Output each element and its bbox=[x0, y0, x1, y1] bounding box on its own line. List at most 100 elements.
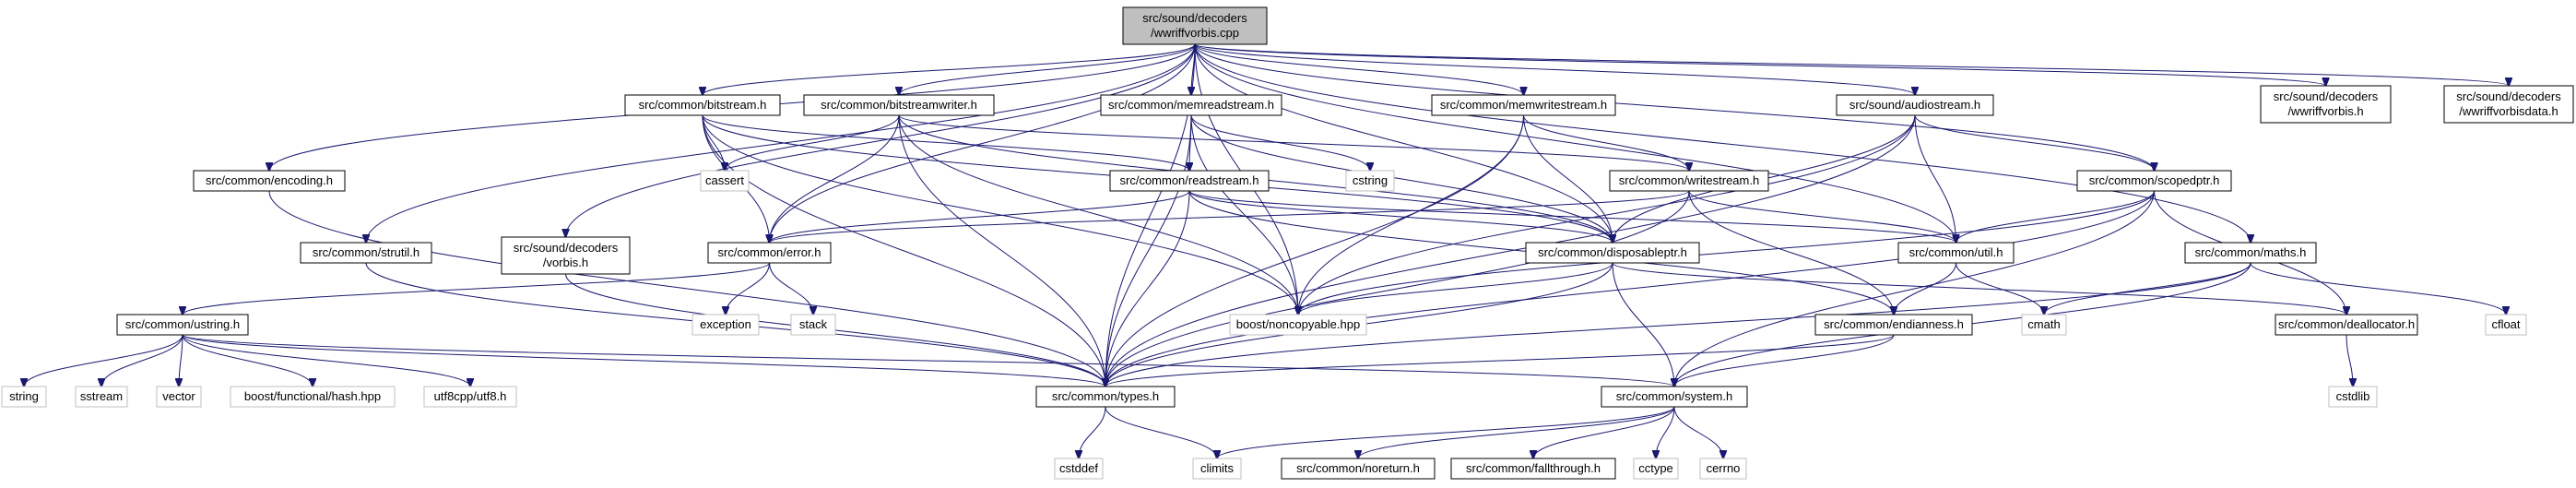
edge-bitstream-to-readstream bbox=[702, 114, 1189, 171]
node-readstream[interactable]: src/common/readstream.h bbox=[1109, 170, 1270, 192]
node-writestream[interactable]: src/common/writestream.h bbox=[1609, 170, 1769, 192]
edge-endianness-to-system bbox=[1674, 334, 1895, 387]
edge-memwritestream-to-disposableptr bbox=[1523, 114, 1613, 243]
node-ustring[interactable]: src/common/ustring.h bbox=[116, 314, 249, 336]
edge-writestream-to-util bbox=[1688, 190, 1956, 243]
node-label-endianness: src/common/endianness.h bbox=[1824, 317, 1964, 331]
node-box-vorbis bbox=[501, 236, 631, 275]
node-cstdlib: cstdlib bbox=[2328, 386, 2378, 408]
node-label-cfloat: cfloat bbox=[2491, 317, 2520, 331]
node-scopedptr[interactable]: src/common/scopedptr.h bbox=[2076, 170, 2232, 192]
node-memreadstream[interactable]: src/common/memreadstream.h bbox=[1100, 94, 1282, 116]
node-encoding[interactable]: src/common/encoding.h bbox=[193, 170, 346, 192]
node-bitstream[interactable]: src/common/bitstream.h bbox=[624, 94, 781, 116]
node-label-wwriffvorbis_h: src/sound/decoders bbox=[2274, 89, 2379, 103]
edge-memwritestream-to-writestream bbox=[1523, 114, 1690, 171]
node-box-cstdlib bbox=[2328, 386, 2378, 408]
edge-system-to-cerrno bbox=[1673, 406, 1723, 458]
node-box-system bbox=[1601, 386, 1748, 408]
node-audiostream[interactable]: src/sound/audiostream.h bbox=[1836, 94, 1994, 116]
node-endianness[interactable]: src/common/endianness.h bbox=[1814, 314, 1973, 336]
edge-bitstreamwriter-to-cassert bbox=[725, 114, 900, 171]
node-box-deallocator bbox=[2275, 314, 2418, 336]
edge-types-to-climits bbox=[1105, 406, 1217, 458]
node-label-vector: vector bbox=[162, 389, 195, 403]
node-label-main: /wwriffvorbis.cpp bbox=[1151, 26, 1239, 40]
node-box-cctype bbox=[1633, 458, 1679, 480]
node-label-cstring: cstring bbox=[1353, 173, 1388, 187]
node-types[interactable]: src/common/types.h bbox=[1035, 386, 1176, 408]
node-box-error bbox=[707, 242, 832, 264]
node-memwritestream[interactable]: src/common/memwritestream.h bbox=[1431, 94, 1616, 116]
edge-encoding-to-types bbox=[268, 190, 1105, 387]
edge-ustring-to-utf8 bbox=[182, 334, 470, 387]
edge-error-to-ustring bbox=[183, 262, 770, 315]
node-label-utf8: utf8cpp/utf8.h bbox=[434, 389, 507, 403]
node-box-cstddef bbox=[1054, 458, 1104, 480]
node-box-cerrno bbox=[1699, 458, 1747, 480]
node-box-stack bbox=[790, 314, 836, 336]
node-box-sstream bbox=[75, 386, 128, 408]
node-noreturn[interactable]: src/common/noreturn.h bbox=[1281, 458, 1436, 480]
edge-main-to-bitstreamwriter bbox=[899, 43, 1196, 95]
edge-main-to-maths bbox=[1194, 43, 2251, 243]
node-wwriffvorbisdata[interactable]: src/sound/decoders/wwriffvorbisdata.h bbox=[2443, 85, 2574, 124]
node-label-fallthrough: src/common/fallthrough.h bbox=[1466, 461, 1601, 475]
node-system[interactable]: src/common/system.h bbox=[1601, 386, 1748, 408]
node-box-vector bbox=[156, 386, 202, 408]
node-box-fallthrough bbox=[1450, 458, 1616, 480]
node-label-writestream: src/common/writestream.h bbox=[1619, 173, 1759, 187]
node-vorbis[interactable]: src/sound/decoders/vorbis.h bbox=[501, 236, 631, 275]
node-label-cstdlib: cstdlib bbox=[2336, 389, 2370, 403]
node-box-bitstream bbox=[624, 94, 781, 116]
edge-disposableptr-to-system bbox=[1612, 262, 1674, 387]
node-label-encoding: src/common/encoding.h bbox=[206, 173, 333, 187]
edge-error-to-exception bbox=[726, 262, 770, 315]
node-deallocator[interactable]: src/common/deallocator.h bbox=[2275, 314, 2418, 336]
node-box-memwritestream bbox=[1431, 94, 1616, 116]
edge-ustring-to-hash bbox=[182, 334, 313, 387]
edge-ustring-to-types bbox=[182, 334, 1105, 387]
node-label-main: src/sound/decoders bbox=[1142, 11, 1247, 25]
edge-main-to-strutil bbox=[366, 43, 1196, 243]
edge-util-to-endianness bbox=[1894, 262, 1956, 315]
node-maths[interactable]: src/common/maths.h bbox=[2184, 242, 2317, 264]
edge-ustring-to-vector bbox=[179, 334, 183, 387]
node-utf8: utf8cpp/utf8.h bbox=[423, 386, 517, 408]
node-cerrno: cerrno bbox=[1699, 458, 1747, 480]
node-label-sstream: sstream bbox=[80, 389, 123, 403]
node-label-vorbis: src/sound/decoders bbox=[514, 241, 619, 255]
edge-disposableptr-to-noncopyable bbox=[1298, 262, 1613, 315]
node-sstream: sstream bbox=[75, 386, 128, 408]
edge-scopedptr-to-util bbox=[1956, 190, 2155, 243]
edge-main-to-disposableptr bbox=[1194, 43, 1613, 243]
node-box-scopedptr bbox=[2076, 170, 2232, 192]
node-box-string bbox=[1, 386, 47, 408]
node-strutil[interactable]: src/common/strutil.h bbox=[300, 242, 432, 264]
node-label-cerrno: cerrno bbox=[1707, 461, 1741, 475]
node-error[interactable]: src/common/error.h bbox=[707, 242, 832, 264]
node-wwriffvorbis_h[interactable]: src/sound/decoders/wwriffvorbis.h bbox=[2260, 85, 2392, 124]
node-noncopyable: boost/noncopyable.hpp bbox=[1229, 314, 1367, 336]
node-label-scopedptr: src/common/scopedptr.h bbox=[2089, 173, 2220, 187]
node-label-util: src/common/util.h bbox=[1909, 245, 2003, 259]
edge-bitstreamwriter-to-error bbox=[770, 114, 900, 243]
node-box-strutil bbox=[300, 242, 432, 264]
node-util[interactable]: src/common/util.h bbox=[1897, 242, 2015, 264]
node-label-noncopyable: boost/noncopyable.hpp bbox=[1236, 317, 1360, 331]
edge-main-to-memwritestream bbox=[1194, 43, 1524, 95]
edge-ustring-to-sstream bbox=[101, 334, 183, 387]
node-label-deallocator: src/common/deallocator.h bbox=[2278, 317, 2415, 331]
node-disposableptr[interactable]: src/common/disposableptr.h bbox=[1525, 242, 1700, 264]
edge-maths-to-cfloat bbox=[2250, 262, 2506, 315]
edge-readstream-to-error bbox=[770, 190, 1190, 243]
edge-bitstreamwriter-to-noncopyable bbox=[898, 114, 1298, 315]
node-cassert: cassert bbox=[700, 170, 750, 192]
node-box-cstring bbox=[1345, 170, 1395, 192]
node-label-climits: climits bbox=[1200, 461, 1235, 475]
node-bitstreamwriter[interactable]: src/common/bitstreamwriter.h bbox=[803, 94, 995, 116]
node-label-memwritestream: src/common/memwritestream.h bbox=[1440, 98, 1607, 112]
node-fallthrough[interactable]: src/common/fallthrough.h bbox=[1450, 458, 1616, 480]
node-main[interactable]: src/sound/decoders/wwriffvorbis.cpp bbox=[1122, 6, 1268, 45]
edge-audiostream-to-noncopyable bbox=[1298, 114, 1916, 315]
